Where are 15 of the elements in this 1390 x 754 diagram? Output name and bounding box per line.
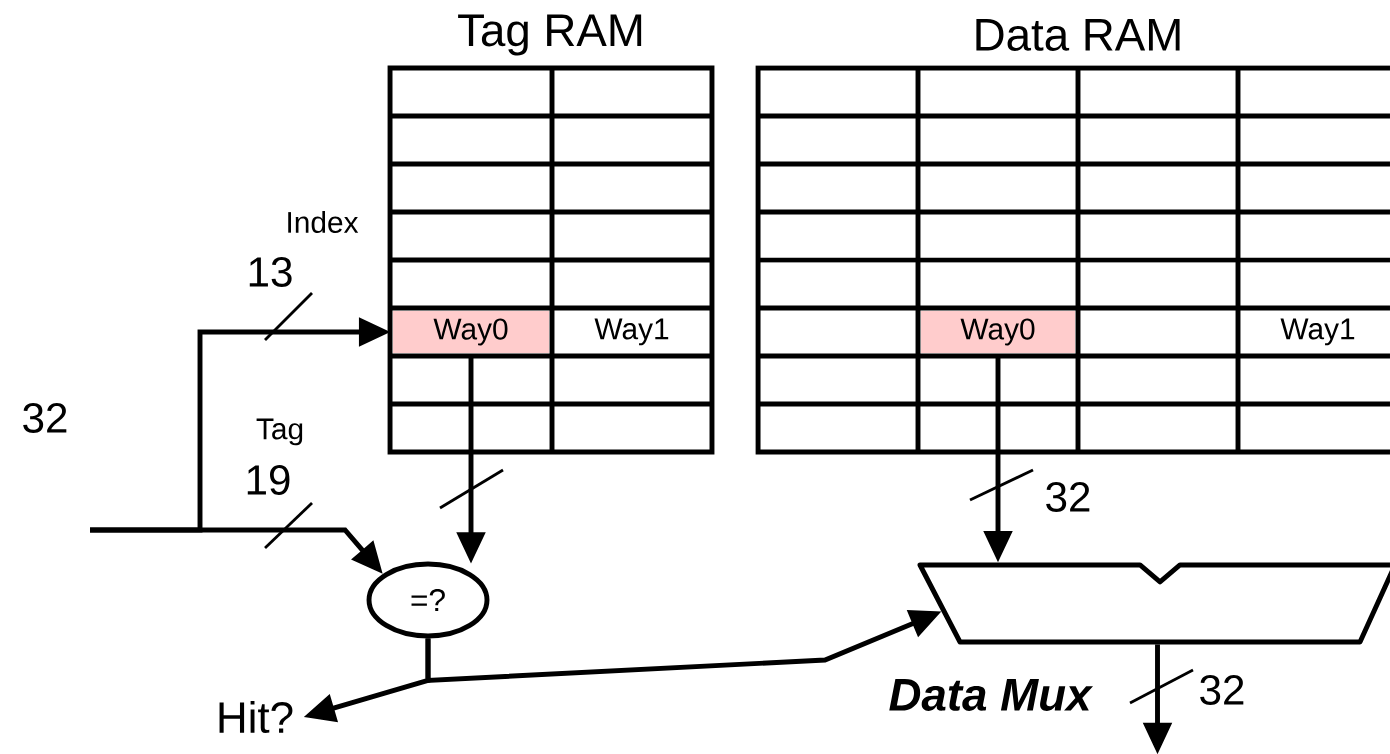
output-label: Hit? [219, 700, 293, 734]
bus-width: 19 [242, 463, 294, 497]
node-label: Data RAM [976, 19, 1180, 51]
bus-width: 13 [244, 255, 296, 289]
way-cell: Way0 [921, 311, 1075, 353]
node-label: Tag RAM [458, 14, 642, 56]
signal-label: 32 [23, 403, 67, 433]
way-cell: Way1 [1280, 318, 1355, 346]
bus-width: 32 [1042, 480, 1094, 514]
signal-label: Tag [256, 418, 303, 446]
way-cell: Way1 [594, 318, 669, 346]
node-label: Data Mux [889, 679, 1094, 711]
way-cell: Way0 [393, 311, 549, 353]
signal-label: Index [288, 211, 359, 233]
bus-width: 32 [1196, 673, 1248, 707]
